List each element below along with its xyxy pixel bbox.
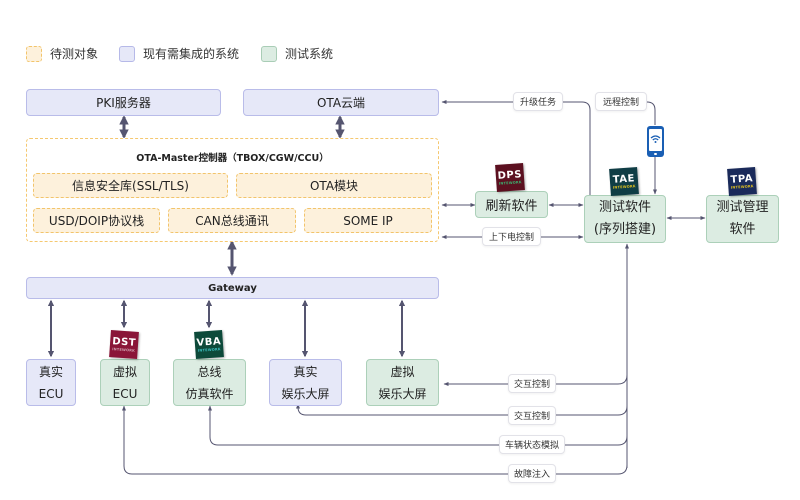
legend-swatch-target xyxy=(26,45,42,62)
virtual-screen-node: 虚拟 娱乐大屏 xyxy=(366,359,439,406)
legend-label-existing: 现有需集成的系统 xyxy=(143,47,240,61)
module-security-lib-label: 信息安全库(SSL/TLS) xyxy=(72,179,189,193)
tae-logo-subtitle: INTEWORK xyxy=(612,184,636,190)
edge-label-remote-control: 远程控制 xyxy=(595,92,647,111)
module-security-lib: 信息安全库(SSL/TLS) xyxy=(33,173,228,198)
legend-swatch-existing xyxy=(119,45,135,62)
tpa-logo: TPA INTEWORK xyxy=(727,167,757,196)
tpa-logo-subtitle: INTEWORK xyxy=(730,184,754,190)
test-software-line2: (序列搭建) xyxy=(593,222,657,237)
ota-master-title: OTA-Master控制器（TBOX/CGW/CCU） xyxy=(136,153,329,164)
ota-cloud-label: OTA云端 xyxy=(316,96,366,110)
legend-swatch-test xyxy=(261,45,277,62)
virtual-ecu-node: 虚拟 ECU xyxy=(100,359,150,406)
virtual-ecu-line1: 虚拟 xyxy=(112,364,137,379)
real-screen-line2: 娱乐大屏 xyxy=(281,386,330,401)
ota-cloud-node: OTA云端 xyxy=(243,89,439,116)
real-ecu-line1: 真实 xyxy=(38,364,63,379)
module-usd-doip-label: USD/DOIP协议栈 xyxy=(48,214,145,228)
real-screen-line1: 真实 xyxy=(293,364,318,379)
pki-server-label: PKI服务器 xyxy=(96,96,151,110)
module-can-comm: CAN总线通讯 xyxy=(168,208,296,233)
legend-target: 待测对象 xyxy=(26,45,98,62)
bus-sim-line1: 总线 xyxy=(197,364,222,379)
pki-server-node: PKI服务器 xyxy=(26,89,221,116)
dst-logo: DST INTEWORK xyxy=(109,330,139,359)
gateway-label: Gateway xyxy=(208,282,257,294)
test-mgmt-line1: 测试管理 xyxy=(716,200,769,215)
edge-interaction-virtual-screen xyxy=(443,374,628,386)
edge-fault-injection xyxy=(122,405,628,475)
wifi-icon xyxy=(650,135,661,143)
edge-vehicle-state-sim xyxy=(208,405,628,446)
real-ecu-node: 真实 ECU xyxy=(26,359,76,406)
edge-interaction-real-screen xyxy=(296,403,628,416)
module-can-comm-label: CAN总线通讯 xyxy=(195,214,269,228)
tae-logo: TAE INTEWORK xyxy=(609,167,639,196)
module-usd-doip: USD/DOIP协议栈 xyxy=(33,208,160,233)
real-screen-node: 真实 娱乐大屏 xyxy=(269,359,342,406)
virtual-ecu-line2: ECU xyxy=(112,386,138,401)
legend-existing: 现有需集成的系统 xyxy=(119,45,239,62)
vba-logo-subtitle: INTEWORK xyxy=(197,347,221,353)
module-some-ip-label: SOME IP xyxy=(343,213,393,228)
real-ecu-line2: ECU xyxy=(38,386,64,401)
test-mgmt-node: 测试管理 软件 xyxy=(706,195,779,243)
module-ota: OTA模块 xyxy=(236,173,432,198)
edge-label-vehicle-state-sim: 车辆状态模拟 xyxy=(499,435,565,454)
dst-logo-subtitle: INTEWORK xyxy=(112,347,136,353)
edge-remote-control xyxy=(640,101,656,125)
edge-label-power-control: 上下电控制 xyxy=(482,227,541,246)
module-some-ip: SOME IP xyxy=(304,208,432,233)
mobile-phone-wifi-icon xyxy=(647,126,664,157)
legend-label-test: 测试系统 xyxy=(285,47,334,61)
bus-sim-line2: 仿真软件 xyxy=(185,386,234,401)
virtual-screen-line1: 虚拟 xyxy=(390,364,415,379)
edge-upgrade-task xyxy=(441,100,591,204)
edge-label-interaction-2: 交互控制 xyxy=(508,406,556,425)
flash-software-label: 刷新软件 xyxy=(485,199,538,214)
test-software-node: 测试软件 (序列搭建) xyxy=(584,195,666,243)
edge-label-upgrade-task: 升级任务 xyxy=(513,92,563,111)
dps-logo-subtitle: INTEWORK xyxy=(498,180,522,186)
edge-label-interaction-1: 交互控制 xyxy=(508,374,556,393)
legend-label-target: 待测对象 xyxy=(50,47,99,61)
legend-test: 测试系统 xyxy=(261,45,333,62)
gateway-node: Gateway xyxy=(26,277,439,299)
flash-software-node: 刷新软件 xyxy=(475,191,548,218)
vba-logo: VBA INTEWORK xyxy=(194,330,224,359)
module-ota-label: OTA模块 xyxy=(309,179,359,193)
test-mgmt-line2: 软件 xyxy=(729,222,756,237)
dps-logo: DPS INTEWORK xyxy=(495,163,525,192)
edge-label-fault-injection: 故障注入 xyxy=(508,464,556,483)
virtual-screen-line2: 娱乐大屏 xyxy=(378,386,427,401)
bus-sim-node: 总线 仿真软件 xyxy=(173,359,246,406)
test-software-line1: 测试软件 xyxy=(598,200,651,215)
